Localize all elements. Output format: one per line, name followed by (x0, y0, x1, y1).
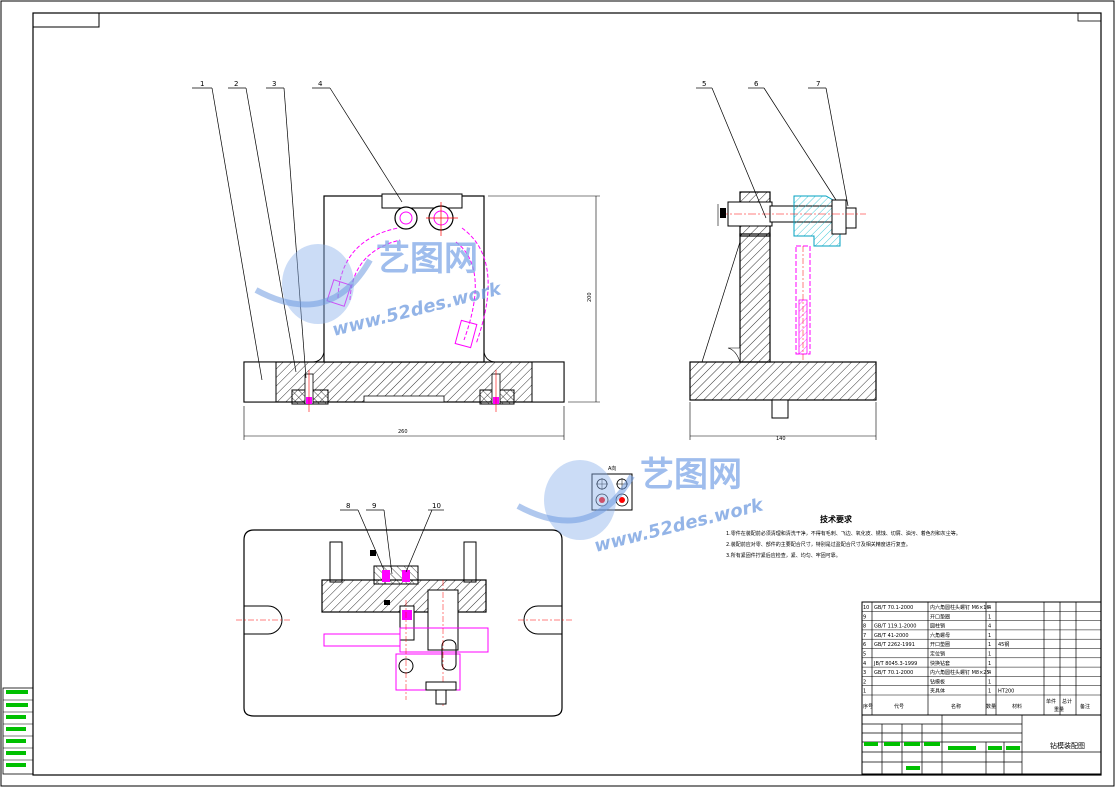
bom-header: 序号 代号 名称 数量 材料 单件 总计 重量 备注 (863, 698, 1090, 713)
bom-cell-code: JB/T 8045.3-1999 (873, 661, 917, 667)
bom-h-code: 代号 (894, 703, 904, 710)
bom-cell-no: 1 (863, 689, 866, 695)
balloon-9: 9 (372, 502, 376, 510)
corner-tag-box (32, 12, 100, 28)
watermark-1-brand: 艺图网 (376, 239, 478, 279)
bom-cell-name: 六角螺母 (930, 632, 950, 639)
bom-h-remark: 备注 (1080, 703, 1090, 710)
bom-cell-name: 圆柱销 (930, 623, 945, 630)
top-view (236, 529, 572, 717)
balloon-8: 8 (346, 502, 350, 510)
balloon-4: 4 (318, 80, 323, 88)
balloon-1: 1 (200, 80, 204, 88)
bom-cell-name: 开口垫圈 (930, 613, 950, 620)
bom-cell-code: GB/T 119.1-2000 (874, 624, 916, 630)
tech-req-line-1: 1.零件在装配前必须清理和清洗干净，不得有毛刺、飞边、氧化皮、锈蚀、切屑、油污、… (726, 530, 961, 537)
bom-cell-qty: 1 (988, 614, 991, 620)
bom-cell-name: 内六角圆柱头螺钉 M6×16 (930, 604, 990, 611)
dim-front-width: 260 (398, 429, 408, 435)
bom-cell-code: GB/T 2262-1991 (874, 642, 915, 648)
bom-cell-name: 夹具体 (930, 688, 945, 695)
bom-cell-no: 3 (863, 670, 866, 676)
bom-cell-name: 钻模板 (930, 678, 945, 685)
balloon-6: 6 (754, 80, 759, 88)
bom-cell-name: 定位销 (930, 651, 945, 658)
bom-cell-qty: 1 (988, 689, 991, 695)
bom-h-mat: 材料 (1012, 703, 1022, 710)
balloon-10: 10 (432, 502, 441, 510)
bom-h-no: 序号 (863, 703, 873, 710)
balloon-5: 5 (702, 80, 706, 88)
bom-cell-no: 5 (863, 652, 866, 658)
bom-cell-code: GB/T 41-2000 (874, 633, 909, 639)
top-leaders (340, 509, 444, 575)
bom-cell-qty: 4 (988, 605, 991, 611)
bom-cell-mat: HT200 (998, 689, 1014, 695)
bom-h-qty: 数量 (986, 703, 996, 710)
balloon-2: 2 (234, 80, 238, 88)
drawing-title: 钻模装配图 (1050, 741, 1085, 750)
bom-cell-no: 8 (863, 624, 866, 630)
side-view (689, 191, 877, 440)
bom-cell-qty: 1 (988, 652, 991, 658)
bom-cell-qty: 4 (988, 624, 991, 630)
bom-cell-qty: 1 (988, 679, 991, 685)
dim-side-width: 140 (776, 436, 786, 442)
tech-req-line-2: 2.装配前应对零、部件的主要配合尺寸，特别是过盈配合尺寸及相关精度进行复查。 (726, 541, 911, 548)
side-leaders (696, 87, 849, 363)
bom-cell-name: 开口垫圈 (930, 641, 950, 648)
bom-cell-qty: 1 (988, 633, 991, 639)
bom-cell-name: 内六角圆柱头螺钉 M8×25 (930, 669, 990, 676)
bom-h-w: 重量 (1054, 706, 1064, 713)
bom-cell-qty: 4 (988, 670, 991, 676)
bom-cell-no: 6 (863, 642, 866, 648)
balloon-7: 7 (816, 80, 820, 88)
binding-strip (2, 687, 34, 775)
bom-h-name: 名称 (951, 703, 961, 710)
front-leaders (192, 87, 403, 381)
corner-tag-box-right (1077, 12, 1102, 22)
bom-cell-no: 7 (863, 633, 866, 639)
bom-cell-no: 2 (863, 679, 866, 685)
bom-cell-no: 9 (863, 614, 866, 620)
bom-h-w2: 总计 (1062, 698, 1072, 705)
bom-h-w1: 单件 (1046, 698, 1056, 705)
bom-cell-name: 快换钻套 (930, 660, 950, 667)
tech-req-line-3: 3.所有紧固件拧紧后应检查，紧、均匀、牢固可靠。 (726, 552, 841, 559)
bom-cell-mat: 45钢 (998, 641, 1009, 648)
watermark-2-brand: 艺图网 (640, 455, 742, 495)
bom-cell-code: GB/T 70.1-2000 (874, 670, 913, 676)
tech-req-title: 技术要求 (820, 514, 853, 524)
title-block-fills (864, 742, 1020, 770)
bom-cell-no: 10 (863, 605, 869, 611)
balloon-3: 3 (272, 80, 276, 88)
front-view (243, 193, 600, 440)
dim-front-height: 200 (587, 292, 593, 302)
sheet-border-inner (32, 12, 1102, 776)
bom-cell-qty: 1 (988, 661, 991, 667)
bom-cell-code: GB/T 70.1-2000 (874, 605, 913, 611)
bom-cell-qty: 1 (988, 642, 991, 648)
bom-cell-no: 4 (863, 661, 866, 667)
view-label-a: A向 (608, 465, 616, 472)
